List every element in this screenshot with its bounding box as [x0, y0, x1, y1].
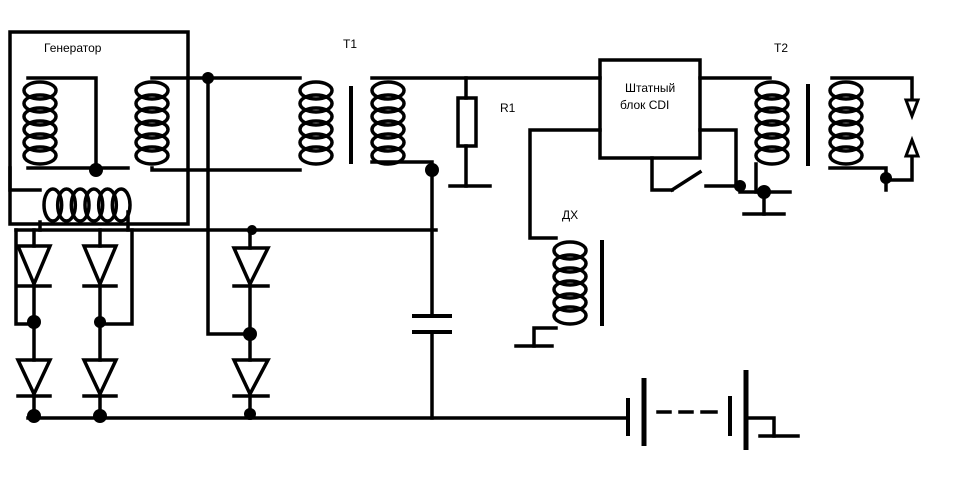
coil-icon — [754, 80, 790, 101]
junction-dot — [243, 327, 257, 341]
coil-icon — [22, 145, 58, 166]
dh-coil — [552, 240, 588, 326]
coil-icon — [22, 119, 58, 140]
junction-dot — [89, 163, 103, 177]
capacitor-icon — [412, 314, 452, 334]
coil-icon — [552, 253, 588, 274]
junction-dot — [94, 316, 106, 328]
diode-icon — [231, 246, 271, 289]
t2-primary-coil — [754, 80, 790, 166]
coil-icon — [298, 93, 334, 114]
switch-icon — [669, 169, 703, 193]
generator-coil-2 — [134, 80, 170, 166]
coil-icon — [828, 93, 864, 114]
coil-icon — [370, 93, 406, 114]
coil-icon — [298, 106, 334, 127]
coil-icon — [298, 119, 334, 140]
diode-icon — [81, 358, 119, 399]
coil-icon — [754, 145, 790, 166]
t1-primary-coil — [298, 80, 334, 166]
generator-block: Генератор — [8, 30, 302, 226]
coil-icon — [754, 119, 790, 140]
r1-label: R1 — [500, 101, 516, 115]
coil-icon — [828, 132, 864, 153]
coil-icon — [110, 187, 132, 223]
coil-icon — [298, 132, 334, 153]
coil-icon — [370, 106, 406, 127]
coil-icon — [552, 292, 588, 313]
coil-icon — [42, 187, 64, 223]
coil-icon — [754, 132, 790, 153]
dh-label: ДХ — [562, 208, 578, 222]
coil-icon — [552, 279, 588, 300]
coil-icon — [828, 80, 864, 101]
cdi-label-line2: блок CDI — [620, 98, 669, 112]
battery-icon — [626, 370, 800, 450]
coil-icon — [69, 187, 91, 223]
coil-icon — [22, 132, 58, 153]
coil-icon — [370, 132, 406, 153]
coil-icon — [298, 80, 334, 101]
coil-icon — [828, 106, 864, 127]
coil-icon — [552, 305, 588, 326]
diode-icon — [15, 358, 53, 399]
coil-icon — [55, 187, 78, 223]
junction-dot — [93, 409, 107, 423]
coil-icon — [134, 145, 170, 166]
coil-icon — [83, 187, 105, 223]
coil-icon — [134, 132, 170, 153]
coil-icon — [828, 145, 864, 166]
coil-icon — [96, 187, 119, 223]
t2-label: T2 — [774, 41, 788, 55]
junction-dot — [27, 409, 41, 423]
coil-icon — [134, 119, 170, 140]
coil-icon — [754, 93, 790, 114]
resistor-r1 — [456, 96, 478, 148]
diode-pair-middle — [206, 76, 271, 420]
coil-icon — [552, 266, 588, 287]
coil-icon — [370, 80, 406, 101]
coil-icon — [828, 119, 864, 140]
coil-icon — [22, 106, 58, 127]
t1-label: T1 — [343, 37, 357, 51]
coil-icon — [134, 93, 170, 114]
diode-icon — [15, 244, 53, 289]
coil-icon — [134, 80, 170, 101]
coil-icon — [22, 93, 58, 114]
cdi-label-line1: Штатный — [625, 81, 675, 95]
coil-icon — [370, 145, 406, 166]
generator-coil-1 — [22, 80, 58, 166]
generator-coil-3 — [42, 187, 132, 223]
generator-label: Генератор — [44, 41, 102, 55]
t2-secondary-coil — [828, 80, 864, 166]
cdi-block: Штатный блок CDI — [598, 58, 702, 160]
coil-icon — [754, 106, 790, 127]
coil-icon — [370, 119, 406, 140]
junction-dot — [27, 315, 41, 329]
junction-dot — [734, 180, 746, 192]
diode-bridge-left — [14, 210, 134, 423]
t1-secondary-coil — [370, 80, 406, 166]
coil-icon — [22, 80, 58, 101]
diode-icon — [231, 358, 271, 398]
diode-icon — [81, 244, 119, 289]
spark-gap-icon — [903, 98, 921, 158]
coil-icon — [134, 106, 170, 127]
junction-dot — [247, 225, 257, 235]
coil-icon — [298, 145, 334, 166]
coil-icon — [552, 240, 588, 261]
